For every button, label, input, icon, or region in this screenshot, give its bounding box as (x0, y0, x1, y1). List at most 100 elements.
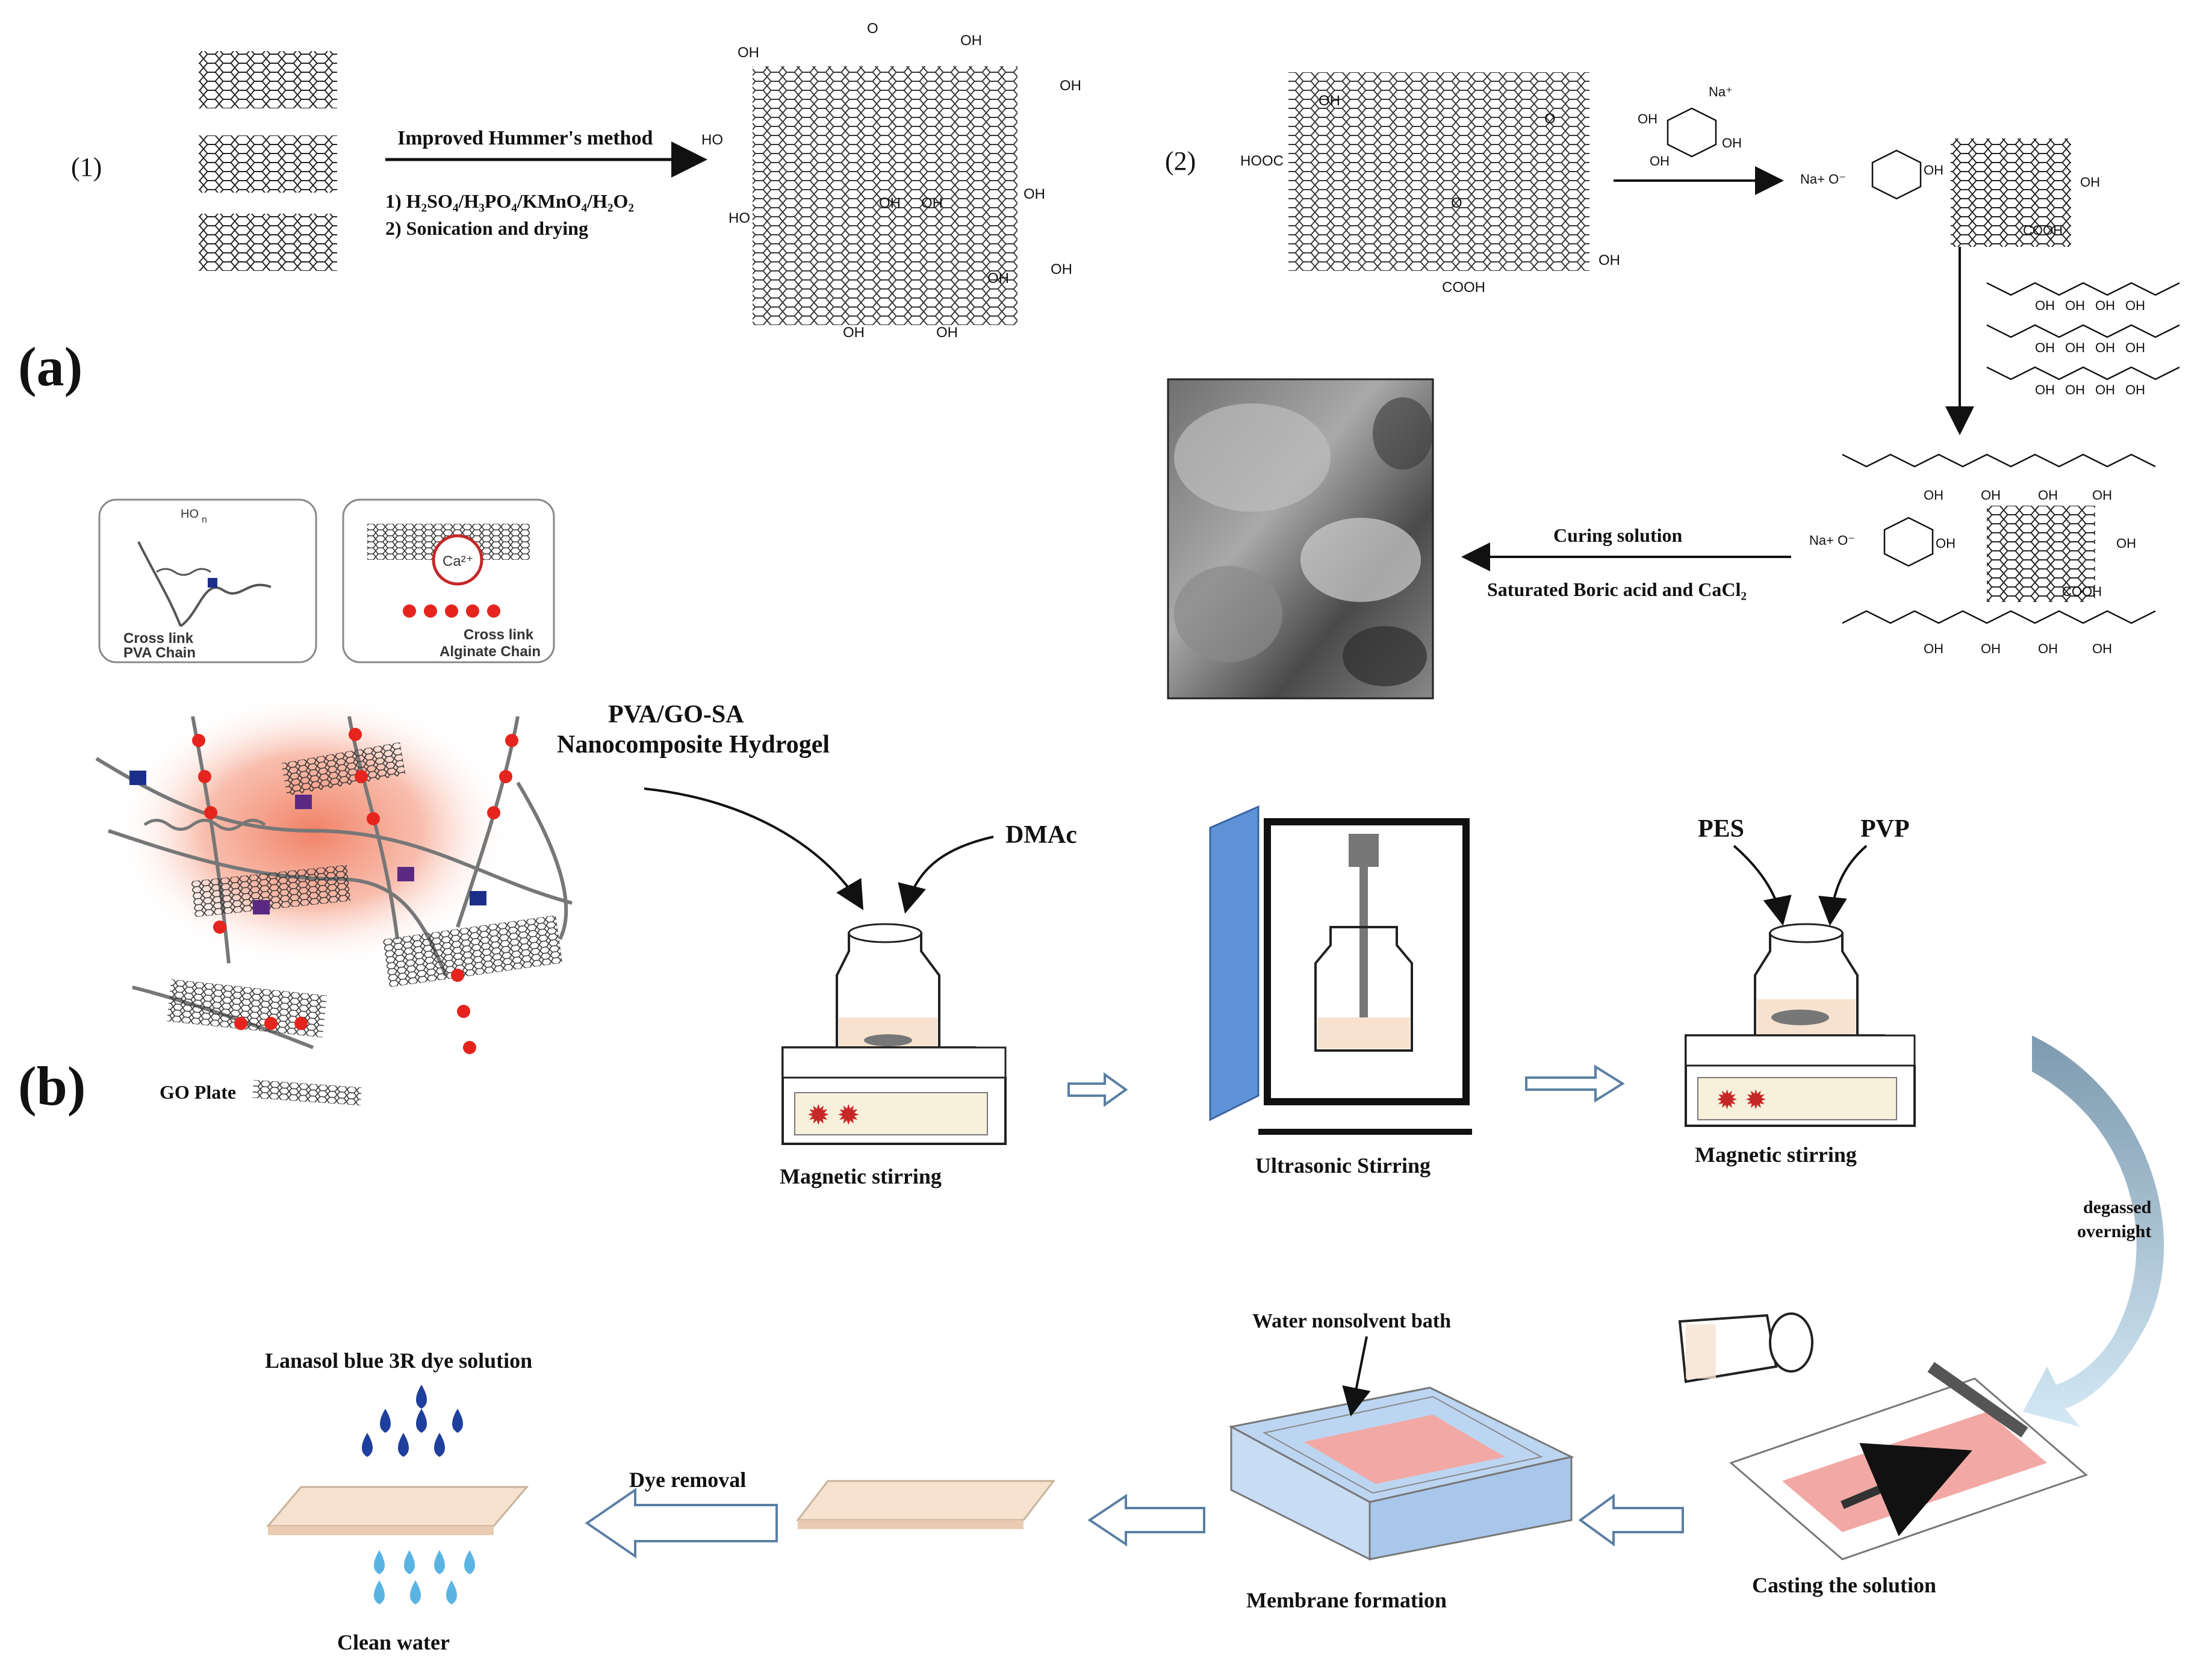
svg-text:OH: OH (2095, 382, 2115, 397)
svg-text:OH: OH (2065, 340, 2085, 355)
inset-alginate: Ca²⁺ Cross link Alginate Chain (342, 498, 555, 663)
step2-label: (2) (1165, 146, 1196, 176)
graphite-stack (199, 51, 337, 271)
svg-text:OH: OH (1981, 488, 2001, 503)
svg-text:Cross link: Cross link (464, 627, 534, 643)
svg-text:OH: OH (1051, 261, 1072, 278)
svg-text:n: n (202, 515, 207, 525)
panel-b: (b) HO n Cross link PVA Chain Ca²⁺ Cross… (18, 498, 2164, 1654)
ultrasonic-stirrer: Ultrasonic Stirring (1209, 805, 1472, 1178)
svg-text:OH: OH (2125, 340, 2145, 355)
svg-text:PVA Chain: PVA Chain (123, 645, 196, 661)
open-arrow-2 (1525, 1064, 1625, 1103)
reagents-line: 1) H₂SO₄/H₃PO₄/KMnO₄/H₂O₂ (385, 190, 634, 212)
svg-text:OH: OH (2035, 340, 2055, 355)
dye-solution-label: Lanasol blue 3R dye solution (265, 1349, 532, 1373)
svg-text:OH: OH (921, 195, 943, 211)
svg-text:OH: OH (2065, 382, 2085, 397)
svg-text:PES: PES (1698, 815, 1744, 843)
hummers-arrow: Improved Hummer's method 1) H₂SO₄/H₃PO₄/… (385, 127, 707, 239)
svg-text:COOH: COOH (2023, 223, 2063, 238)
curing-arrow: Curing solution Saturated Boric acid and… (1461, 524, 1791, 600)
sonication-line: 2) Sonication and drying (385, 217, 588, 239)
clean-water-label: Clean water (337, 1630, 450, 1654)
svg-text:OH: OH (936, 324, 958, 341)
alginate-monomer: Na⁺ OH OH OH (1638, 84, 1742, 169)
go-structure: OH O OH OH HO OH HO OH OH OH OH OH OH (701, 20, 1081, 341)
svg-text:DMAc: DMAc (1005, 821, 1077, 849)
magnetic-stirrer-1: ✹ ✹ Magnetic stirring (780, 923, 1007, 1188)
pes-pvp-labels: PES PVP (1698, 815, 1910, 926)
svg-text:OH: OH (2116, 536, 2136, 551)
svg-text:✹ ✹: ✹ ✹ (807, 1100, 860, 1131)
svg-text:OH: OH (738, 45, 759, 61)
open-arrow-1 (1067, 1072, 1128, 1107)
svg-text:OH: OH (2092, 641, 2112, 656)
degassed-curve-arrow: degassed overnight (2023, 1035, 2164, 1427)
svg-text:OH: OH (1936, 536, 1956, 551)
svg-text:OH: OH (2095, 298, 2115, 313)
svg-text:OH: OH (1638, 111, 1657, 126)
nonsolvent-bath: Water nonsolvent bath Membrane formation (1228, 1310, 1574, 1612)
curing-solution-label: Curing solution (1553, 524, 1682, 546)
svg-text:OH: OH (2035, 298, 2055, 313)
magnetic-stirring-1-label: Magnetic stirring (780, 1164, 942, 1188)
svg-text:OH: OH (1981, 641, 2001, 656)
panel-a: (a) (1) Improved Hummer's method 1) H₂SO… (18, 20, 2180, 700)
membrane-sheet (795, 1480, 1056, 1529)
svg-text:Na+ O⁻: Na+ O⁻ (1800, 172, 1846, 187)
water-bath-label: Water nonsolvent bath (1252, 1310, 1451, 1332)
hydrogel-network: GO Plate (95, 692, 573, 1106)
svg-text:OH: OH (1650, 154, 1670, 169)
svg-text:OH: OH (1924, 163, 1943, 178)
svg-text:Cross link: Cross link (123, 630, 194, 647)
svg-text:O: O (1451, 195, 1462, 211)
svg-text:OH: OH (2065, 298, 2085, 313)
go-structure-step2: HOOC OH OH COOH O O (1240, 72, 1620, 296)
casting-setup: Casting the solution (1678, 1312, 2088, 1597)
svg-text:OH: OH (2092, 488, 2112, 503)
dye-filtration: Lanasol blue 3R dye solution (265, 1349, 532, 1654)
panel-b-label: (b) (18, 1055, 85, 1117)
svg-text:O: O (1544, 111, 1556, 127)
go-plate-label: GO Plate (160, 1081, 236, 1103)
casting-label: Casting the solution (1752, 1573, 1936, 1597)
svg-text:HOOC: HOOC (1240, 153, 1284, 169)
svg-text:O: O (867, 20, 878, 37)
open-arrow-3 (1578, 1494, 1684, 1547)
svg-text:OH: OH (1598, 252, 1620, 269)
open-arrow-4 (1087, 1494, 1205, 1547)
svg-text:Na⁺: Na⁺ (1709, 84, 1733, 99)
dye-removal-label: Dye removal (629, 1468, 746, 1492)
dmac-label: DMAc (898, 821, 1077, 914)
svg-text:Alginate Chain: Alginate Chain (440, 644, 541, 660)
svg-text:OH: OH (2080, 175, 2100, 190)
svg-text:OH: OH (2095, 340, 2115, 355)
svg-text:overnight: overnight (2077, 1221, 2151, 1241)
svg-text:HO: HO (701, 132, 723, 148)
svg-text:Na+ O⁻: Na+ O⁻ (1809, 533, 1855, 548)
svg-text:Ca²⁺: Ca²⁺ (443, 553, 473, 570)
svg-text:OH: OH (1722, 135, 1742, 151)
svg-text:COOH: COOH (2062, 584, 2102, 599)
svg-text:OH: OH (2038, 641, 2058, 656)
magnetic-stirring-2-label: Magnetic stirring (1695, 1143, 1857, 1167)
svg-text:PVA/GO-SA: PVA/GO-SA (608, 701, 744, 728)
membrane-formation-label: Membrane formation (1246, 1588, 1447, 1612)
panel-a-label: (a) (18, 336, 82, 397)
svg-text:OH: OH (2038, 488, 2058, 503)
hydrogel-label: PVA/GO-SA Nanocomposite Hydrogel (557, 701, 864, 910)
svg-text:PVP: PVP (1860, 815, 1910, 843)
svg-text:OH: OH (1319, 93, 1340, 109)
magnetic-stirrer-2: ✹ ✹ Magnetic stirring (1685, 923, 1916, 1167)
go-sa-product: Na+ O⁻ OH OH COOH (1800, 138, 2100, 247)
svg-text:OH: OH (2125, 298, 2145, 313)
svg-text:✹ ✹: ✹ ✹ (1716, 1085, 1767, 1115)
svg-text:HO: HO (729, 210, 750, 226)
svg-text:OH: OH (879, 195, 901, 211)
ultrasonic-stirring-label: Ultrasonic Stirring (1255, 1153, 1431, 1178)
inset-pva: HO n Cross link PVA Chain (98, 498, 317, 663)
sem-image (1167, 378, 1434, 700)
